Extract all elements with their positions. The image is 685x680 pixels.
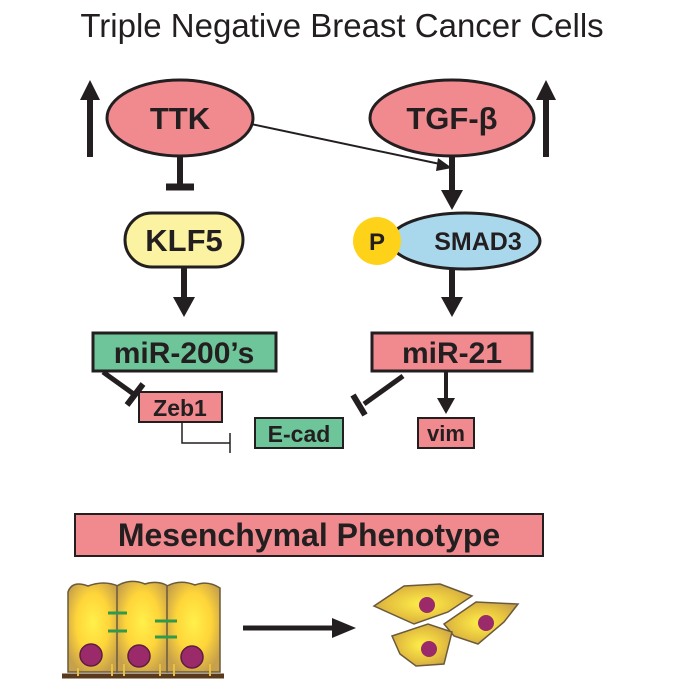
diagram-title: Triple Negative Breast Cancer Cells <box>80 7 603 44</box>
basement-membrane <box>62 664 224 679</box>
vim-label: vim <box>427 421 465 446</box>
cell-junctions <box>108 611 177 639</box>
zeb1-inhibits-ecad <box>181 422 231 453</box>
ttk-to-smad3-arrow <box>250 123 452 171</box>
ttk-inhibits-klf5 <box>166 157 194 191</box>
zeb1-label: Zeb1 <box>153 395 207 421</box>
tgfb-node: TGF-β <box>368 78 536 158</box>
tgfb-label: TGF-β <box>406 101 497 136</box>
epithelial-cell <box>166 581 221 673</box>
tgfb-up-arrow <box>536 80 556 157</box>
ttk-node: TTK <box>105 78 255 158</box>
mesenchymal-cell <box>390 623 453 667</box>
smad3-node: SMAD3 <box>388 211 542 271</box>
vim-node: vim <box>417 417 475 449</box>
klf5-label: KLF5 <box>145 223 223 258</box>
mir21-label: miR-21 <box>402 337 502 370</box>
zeb1-node: Zeb1 <box>138 391 223 423</box>
ttk-up-arrow <box>80 80 100 157</box>
epithelial-cells-illustration <box>62 580 224 679</box>
mir21-node: miR-21 <box>370 331 534 373</box>
klf5-to-mir200-arrow <box>173 268 195 317</box>
mir200-label: miR-200’s <box>114 337 255 370</box>
smad3-to-mir21-arrow <box>441 270 463 317</box>
klf5-node: KLF5 <box>123 211 245 269</box>
mesenchymal-cell <box>372 583 474 625</box>
mir200-node: miR-200’s <box>91 331 278 373</box>
mir21-inhibits-ecad <box>350 373 405 417</box>
epithelial-cell <box>116 580 169 673</box>
ecad-node: E-cad <box>254 417 344 449</box>
mir200-inhibits-zeb1 <box>101 369 146 407</box>
ecad-label: E-cad <box>268 421 331 447</box>
ttk-label: TTK <box>150 101 211 136</box>
phenotype-box: Mesenchymal Phenotype <box>74 513 544 557</box>
emt-transition-arrow <box>243 618 356 638</box>
tgfb-to-smad3-arrow <box>441 157 463 210</box>
phospho-marker: P <box>353 217 401 265</box>
mesenchymal-cells-illustration <box>372 583 520 667</box>
epithelial-cell <box>67 582 119 673</box>
phenotype-label: Mesenchymal Phenotype <box>118 517 500 553</box>
mir21-to-vim-arrow <box>437 372 455 414</box>
mesenchymal-cell <box>442 601 520 645</box>
smad3-label: SMAD3 <box>434 228 522 256</box>
phospho-label: P <box>369 229 385 256</box>
